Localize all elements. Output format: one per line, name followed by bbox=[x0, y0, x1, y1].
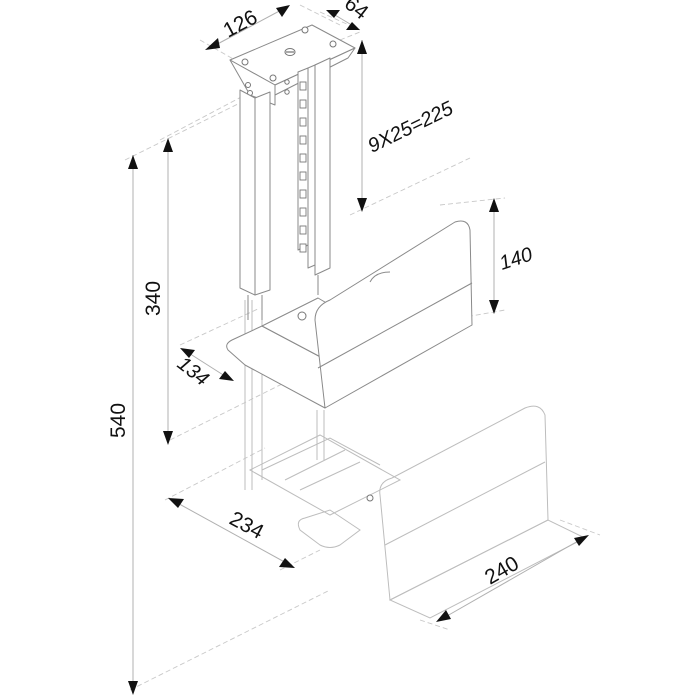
dim-max-height: 540 bbox=[107, 155, 138, 695]
mount-plate bbox=[229, 24, 356, 106]
label-adjustment-range: 9X25=225 bbox=[365, 97, 458, 157]
label-340: 340 bbox=[142, 281, 165, 316]
label-134: 134 bbox=[173, 353, 213, 391]
dim-shelf-depth: 134 bbox=[173, 348, 234, 390]
dim-base-length: 240 bbox=[436, 535, 589, 622]
label-126: 126 bbox=[220, 6, 262, 43]
label-540: 540 bbox=[107, 403, 130, 438]
dim-base-width: 234 bbox=[168, 498, 295, 568]
extension-lines bbox=[124, 4, 601, 691]
label-240: 240 bbox=[481, 552, 523, 589]
dim-side-panel-height: 140 bbox=[489, 198, 535, 314]
holder-extended-position bbox=[244, 300, 587, 619]
label-140: 140 bbox=[497, 244, 536, 275]
adjustable-column bbox=[239, 57, 331, 320]
dim-min-height: 340 bbox=[142, 138, 173, 445]
adjustment-slots bbox=[299, 81, 307, 253]
dim-adjustment-range: 9X25=225 bbox=[357, 40, 457, 212]
holder-retracted-position bbox=[226, 220, 473, 409]
label-234: 234 bbox=[226, 507, 268, 544]
